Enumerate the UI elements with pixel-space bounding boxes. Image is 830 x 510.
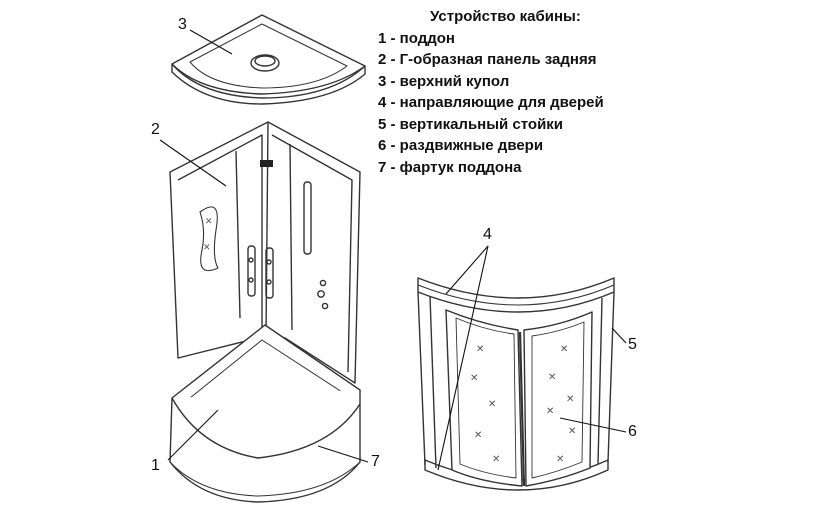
parts-legend: Устройство кабины: 1 - поддон 2 - Г-обра…: [378, 6, 678, 178]
callout-1: 1: [151, 457, 160, 474]
callout-4: 4: [483, 226, 492, 243]
svg-text:✕: ✕: [548, 372, 556, 383]
svg-text:✕: ✕: [568, 426, 576, 437]
legend-item: 3 - верхний купол: [378, 72, 510, 90]
legend-item: 5 - вертикальный стойки: [378, 115, 564, 133]
svg-text:✕: ✕: [492, 454, 500, 465]
knob-icon: [319, 279, 327, 287]
callout-6: 6: [628, 423, 637, 440]
legend-title: Устройство кабины:: [430, 8, 581, 25]
svg-text:✕: ✕: [556, 454, 564, 465]
svg-text:✕: ✕: [560, 344, 568, 355]
leader-lines: [159, 29, 627, 471]
svg-text:✕: ✕: [205, 216, 213, 226]
svg-text:✕: ✕: [546, 406, 554, 417]
doors-assembly: ✕ ✕ ✕ ✕ ✕ ✕ ✕ ✕ ✕ ✕ ✕: [417, 277, 615, 491]
top-dome: [171, 14, 366, 105]
control-display-icon: [260, 160, 273, 167]
legend-item: 2 - Г-образная панель задняя: [378, 51, 597, 68]
legend-item: 1 - поддон: [378, 29, 455, 47]
dome-vent-icon: [250, 54, 280, 72]
legend-item: 4 - направляющие для дверей: [378, 94, 604, 111]
svg-text:✕: ✕: [476, 344, 484, 355]
back-panel: ✕ ✕: [169, 121, 361, 384]
callout-2: 2: [151, 121, 160, 138]
callout-7: 7: [371, 453, 380, 470]
svg-text:✕: ✕: [488, 399, 496, 410]
callout-3: 3: [178, 16, 187, 33]
legend-item: 7 - фартук поддона: [378, 158, 522, 176]
svg-text:✕: ✕: [566, 394, 574, 405]
svg-text:✕: ✕: [474, 430, 482, 441]
legend-item: 6 - раздвижные двери: [378, 137, 544, 154]
svg-text:✕: ✕: [470, 373, 478, 384]
svg-text:✕: ✕: [203, 242, 211, 252]
callout-5: 5: [628, 336, 637, 353]
shower-tray: [169, 324, 361, 503]
